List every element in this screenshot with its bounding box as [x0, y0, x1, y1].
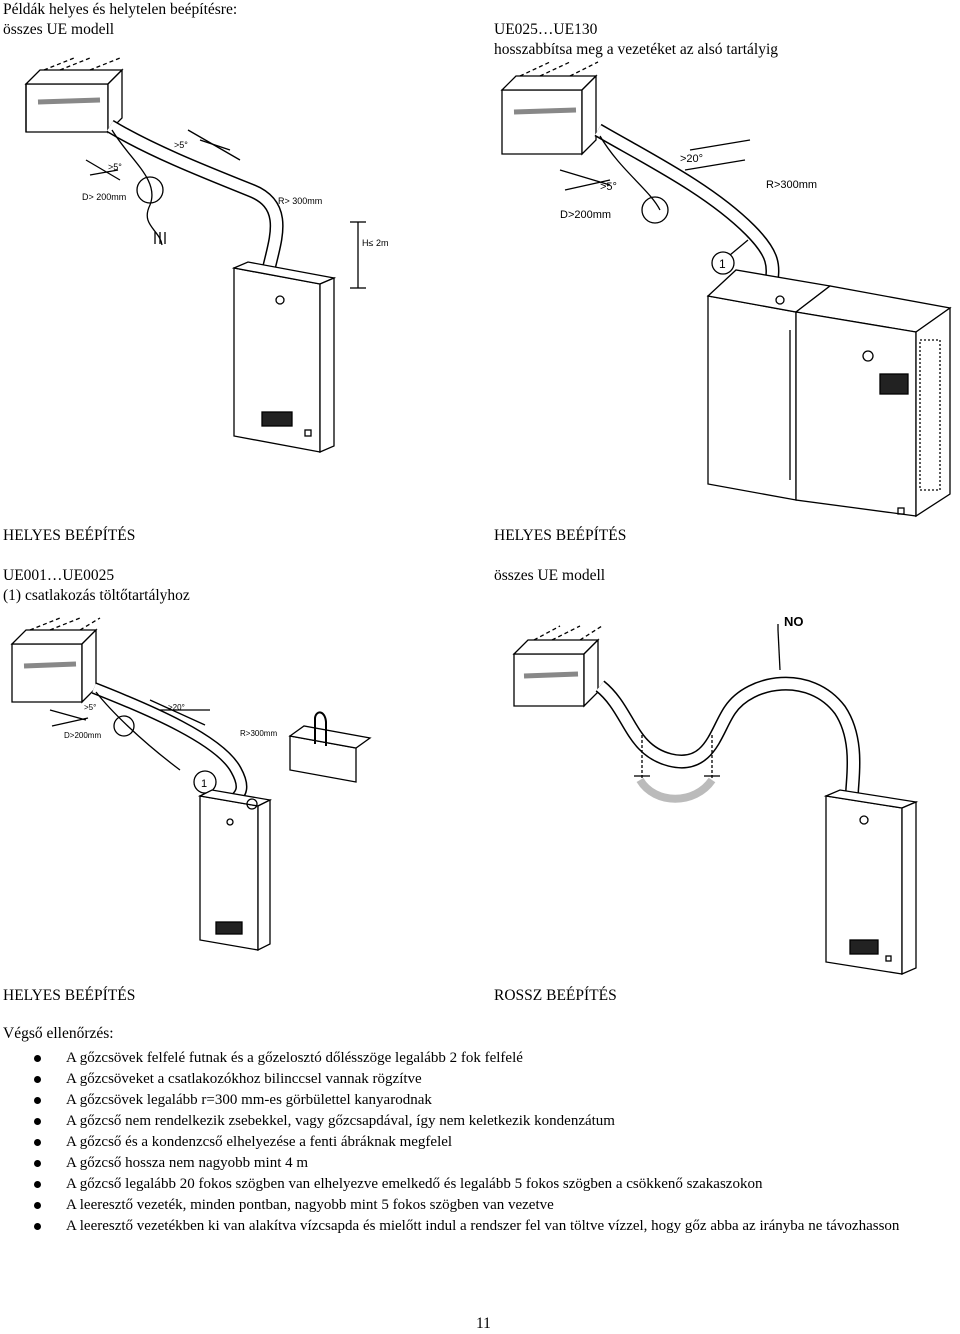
checklist-item: A gőzcső legalább 20 fokos szögben van e…: [34, 1174, 949, 1195]
header-right-line1: UE025…UE130: [494, 21, 598, 38]
checklist-title: Végső ellenőrzés:: [3, 1025, 114, 1042]
checklist-item: A gőzcsövek felfelé futnak és a gőzelosz…: [34, 1048, 949, 1069]
caption-1-line2: (1) csatlakozás töltőtartályhoz: [3, 587, 190, 604]
checklist-item: A gőzcső és a kondenzcső elhelyezése a f…: [34, 1132, 949, 1153]
fig2-callout: 1: [719, 257, 726, 271]
fig1-height: H≤ 2m: [362, 238, 388, 248]
header-left-line1: Példák helyes és helytelen beépítésre:: [3, 1, 238, 18]
figure-wrong-install: NO: [512, 614, 919, 975]
caption-2-line1: összes UE modell: [494, 567, 606, 584]
header-right-line2: hosszabbítsa meg a vezetéket az alsó tar…: [494, 41, 779, 58]
checklist-item: A leeresztő vezetékben ki van alakítva v…: [34, 1216, 949, 1237]
checklist-item: A gőzcső nem rendelkezik zsebekkel, vagy…: [34, 1111, 949, 1132]
fig3-angle1: >5°: [84, 703, 96, 712]
fig3-diameter: D>200mm: [64, 731, 101, 740]
header-left-line2: összes UE modell: [3, 21, 115, 38]
fig2-angle1: >20°: [680, 153, 703, 165]
fig3-callout: 1: [201, 778, 207, 790]
checklist-item: A leeresztő vezeték, minden pontban, nag…: [34, 1195, 949, 1216]
fig3-radius: R>300mm: [240, 729, 277, 738]
fig1-angle2: >5°: [108, 162, 122, 172]
fig4-no-label: NO: [784, 614, 804, 629]
figure-correct-install-1: >5° >5° D> 200mm R> 300mm H≤ 2m: [24, 57, 388, 453]
caption-1-title: HELYES BEÉPÍTÉS: [3, 527, 136, 544]
checklist-item: A gőzcsövek legalább r=300 mm-es görbüle…: [34, 1090, 949, 1111]
fig1-angle1: >5°: [174, 140, 188, 150]
fig2-angle2: >5°: [600, 181, 617, 193]
page-number: 11: [476, 1315, 491, 1332]
checklist-item: A gőzcsöveket a csatlakozókhoz bilinccse…: [34, 1069, 949, 1090]
checklist: A gőzcsövek felfelé futnak és a gőzelosz…: [34, 1048, 949, 1237]
fig2-diameter: D>200mm: [560, 209, 611, 221]
caption-3-title: HELYES BEÉPÍTÉS: [3, 987, 136, 1004]
checklist-item: A gőzcső hossza nem nagyobb mint 4 m: [34, 1153, 949, 1174]
fig1-diameter: D> 200mm: [82, 192, 126, 202]
caption-2-title: HELYES BEÉPÍTÉS: [494, 527, 627, 544]
caption-4-title: ROSSZ BEÉPÍTÉS: [494, 987, 617, 1004]
fig2-radius: R>300mm: [766, 179, 817, 191]
caption-1-line1: UE001…UE0025: [3, 567, 115, 584]
fig1-radius: R> 300mm: [278, 196, 322, 206]
figure-correct-install-2: >20° >5° D>200mm R>300mm 1: [500, 61, 952, 518]
fig3-angle2: >20°: [168, 703, 185, 712]
figure-correct-install-3: >5° >20° D>200mm R>300mm 1: [10, 617, 372, 952]
